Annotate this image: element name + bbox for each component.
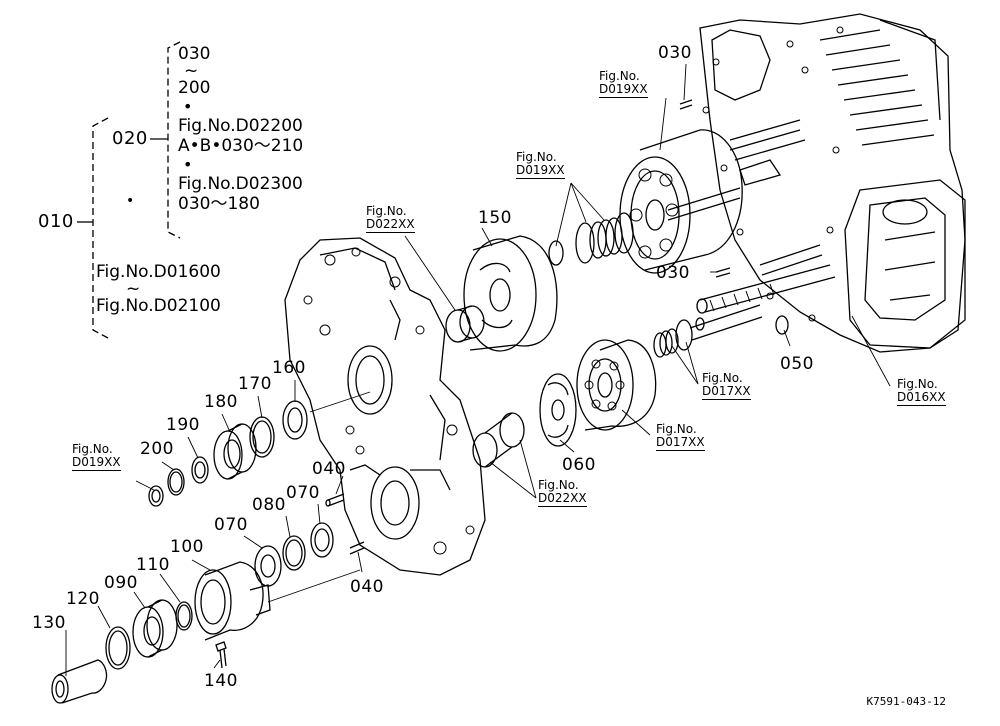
callout-170: 170 — [238, 374, 272, 394]
callout-080: 080 — [252, 495, 286, 515]
callout-100: 100 — [170, 537, 204, 557]
center-housing — [284, 237, 486, 576]
legend-abc-range: A•B•030～210 — [178, 136, 304, 156]
callout-120: 120 — [66, 589, 100, 609]
ref-fig-number: D017XX — [656, 435, 705, 451]
ref-fig-label: Fig.No. — [72, 442, 113, 456]
pump-cylinder-block-upper — [548, 129, 743, 274]
pins — [325, 99, 789, 555]
callout-110: 110 — [136, 555, 170, 575]
callout-030-mid: 030 — [656, 263, 690, 283]
legend-fig-d02300: Fig.No.D02300 — [178, 174, 303, 194]
ref-fig-label: Fig.No. — [366, 204, 407, 218]
ref-fig-label: Fig.No. — [897, 377, 938, 391]
transmission-case — [696, 13, 966, 353]
legend-bottom-group: Fig.No.D01600 ~ Fig.No.D02100 — [96, 262, 221, 316]
callout-160: 160 — [272, 358, 306, 378]
legend-fig-d01600: Fig.No.D01600 — [96, 262, 221, 282]
ref-d016: Fig.No. D016XX — [897, 378, 946, 406]
legend-dot: • — [183, 155, 193, 174]
callout-150: 150 — [478, 208, 512, 228]
ref-d019-left: Fig.No. D019XX — [72, 443, 121, 471]
ref-fig-label: Fig.No. — [656, 422, 697, 436]
ref-fig-label: Fig.No. — [599, 69, 640, 83]
ref-fig-number: D019XX — [599, 82, 648, 98]
ref-fig-number: D022XX — [538, 491, 587, 507]
ref-fig-number: D019XX — [72, 455, 121, 471]
ref-d022-top: Fig.No. D022XX — [366, 205, 415, 233]
legend-line-200: 200 — [178, 78, 211, 98]
needle-bearing-top — [445, 305, 485, 343]
pump-cylinder-block-lower — [539, 304, 763, 447]
callout-130: 130 — [32, 613, 66, 633]
ref-fig-number: D022XX — [366, 217, 415, 233]
ref-d022-bottom: Fig.No. D022XX — [538, 479, 587, 507]
legend-dot: • — [183, 97, 193, 116]
legend-fig-d02100: Fig.No.D02100 — [96, 296, 221, 316]
callout-140: 140 — [204, 671, 238, 691]
callout-190: 190 — [166, 415, 200, 435]
legend-tilde: ~ — [126, 279, 141, 299]
legend-label-010: 010 — [38, 211, 74, 232]
callout-040-upper: 040 — [312, 459, 346, 479]
ref-fig-label: Fig.No. — [702, 371, 743, 385]
callout-030-top: 030 — [658, 43, 692, 63]
lower-shaft-stack — [51, 522, 361, 704]
upper-shaft-stack — [148, 391, 371, 507]
ref-fig-label: Fig.No. — [538, 478, 579, 492]
callout-060: 060 — [562, 455, 596, 475]
ref-d019-top: Fig.No. D019XX — [599, 70, 648, 98]
callout-040-lower: 040 — [350, 577, 384, 597]
callout-090: 090 — [104, 573, 138, 593]
legend-mid-dot: • — [126, 193, 135, 209]
legend-top-group: 030 ~ 200 • Fig.No.D02200 A•B•030～210 • … — [178, 44, 303, 214]
callout-070-left: 070 — [214, 515, 248, 535]
ref-fig-number: D017XX — [702, 384, 751, 400]
legend-bracket-lines — [77, 41, 181, 339]
legend-fig-d02200: Fig.No.D02200 — [178, 116, 303, 136]
callout-070-right: 070 — [286, 483, 320, 503]
ref-fig-number: D019XX — [516, 163, 565, 179]
legend-tilde: ~ — [184, 61, 199, 81]
ref-d017-a: Fig.No. D017XX — [702, 372, 751, 400]
ref-fig-number: D016XX — [897, 390, 946, 406]
ref-fig-label: Fig.No. — [516, 150, 557, 164]
legend-range-030-180: 030～180 — [178, 194, 260, 214]
needle-bearing-lower — [472, 412, 525, 468]
callout-180: 180 — [204, 392, 238, 412]
drawing-code: K7591-043-12 — [866, 695, 946, 708]
leader-lines — [65, 63, 891, 676]
ref-d017-b: Fig.No. D017XX — [656, 423, 705, 451]
legend-line-030: 030 — [178, 44, 211, 64]
ref-d019-mid: Fig.No. D019XX — [516, 151, 565, 179]
legend-label-020: 020 — [112, 128, 148, 149]
swash-plate — [463, 235, 558, 352]
callout-200: 200 — [140, 439, 174, 459]
callout-050: 050 — [780, 354, 814, 374]
